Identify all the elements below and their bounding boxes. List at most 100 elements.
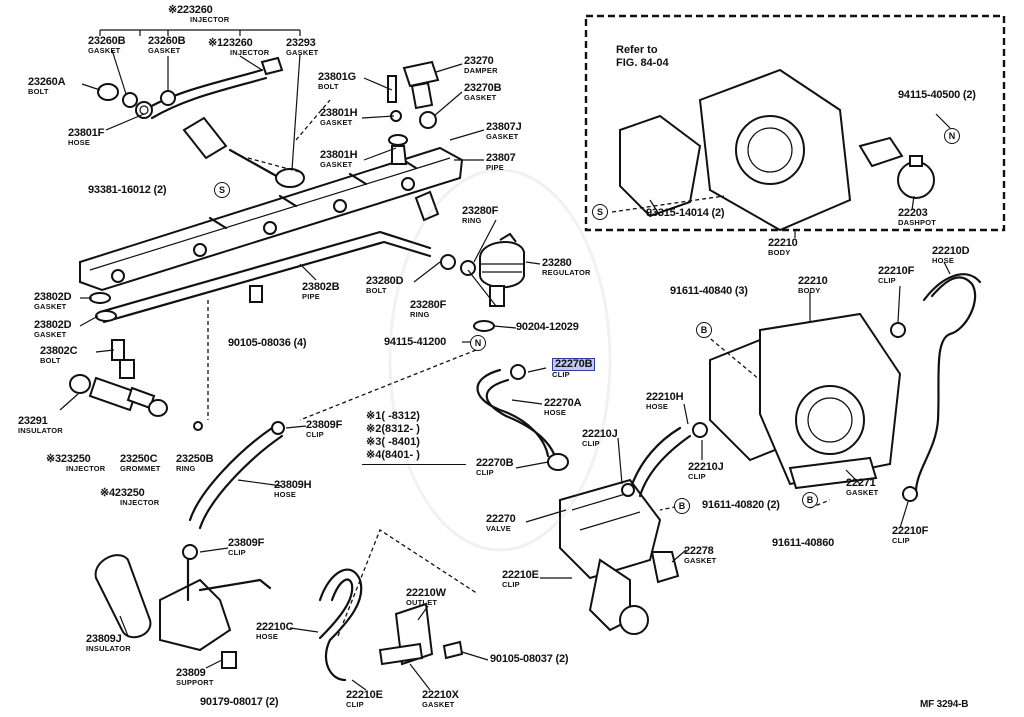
hose-23801f xyxy=(97,56,305,188)
hose-22210d xyxy=(914,276,977,494)
callout-b-1: B xyxy=(674,498,690,514)
valve-22270 xyxy=(559,478,680,635)
gasket-23802d-a xyxy=(89,292,111,304)
part-label-p25[interactable]: 90204-12029 xyxy=(516,321,579,333)
callout-b-2: B xyxy=(696,322,712,338)
bolt-90105-08037 xyxy=(442,640,464,660)
part-label-p24[interactable]: 90105-08036 (4) xyxy=(228,337,307,349)
hose-22210h-2 xyxy=(638,434,692,498)
gasket-22210x xyxy=(378,642,424,666)
callout-b-3: B xyxy=(802,492,818,508)
legend-underline xyxy=(362,464,466,465)
leader-dash-6 xyxy=(611,195,725,213)
part-label-p50[interactable]: 90105-08037 (2) xyxy=(490,653,569,665)
refer-note: Refer to FIG. 84-04 xyxy=(616,44,669,69)
hose-22210d-2 xyxy=(922,273,982,302)
leader-dash-2 xyxy=(247,157,301,173)
part-label-p54[interactable]: 93315-14014 (2) xyxy=(646,207,725,219)
clip-22210f-top xyxy=(890,322,906,338)
hose-23809h-2 xyxy=(198,434,284,530)
bolt-90105-08036 xyxy=(249,285,263,303)
clip-22210j-a xyxy=(692,422,708,438)
legend: ※1( -8312) ※2(8312- ) ※3( -8401) ※4(8401… xyxy=(366,410,420,461)
throttle-body-bottom xyxy=(709,312,902,490)
clip-22210f-bottom xyxy=(902,486,918,502)
part-label-p26[interactable]: 94115-41200 xyxy=(384,336,447,348)
callout-s-2: S xyxy=(592,204,608,220)
delivery-pipe-23807 xyxy=(79,146,464,292)
injector-bracket xyxy=(99,29,301,36)
part-label-p15[interactable]: 93381-16012 (2) xyxy=(88,184,167,196)
part-label-p53[interactable]: 94115-40500 (2) xyxy=(898,89,976,101)
clip-22270b-top xyxy=(510,364,526,380)
part-label-p47[interactable]: 90179-08017 (2) xyxy=(200,696,279,708)
hose-22210c-2 xyxy=(318,578,354,640)
part-label-p58[interactable]: 91611-40840 (3) xyxy=(670,285,748,297)
hose-22270a-2 xyxy=(485,378,558,462)
support-23809 xyxy=(94,544,272,669)
hose-22210h xyxy=(628,426,682,492)
part-label-p40[interactable]: 91611-40820 (2) xyxy=(702,499,780,511)
hose-22210c xyxy=(318,568,363,682)
hose-23809h xyxy=(188,426,274,522)
clip-22210j-b xyxy=(621,483,635,497)
pipe-23802b-2 xyxy=(102,240,432,324)
part-label-p62[interactable]: 91611-40860 xyxy=(772,537,835,549)
callout-n-1: N xyxy=(470,335,486,351)
hose-22270a xyxy=(476,368,550,458)
leader-n-dashpot xyxy=(935,113,951,129)
